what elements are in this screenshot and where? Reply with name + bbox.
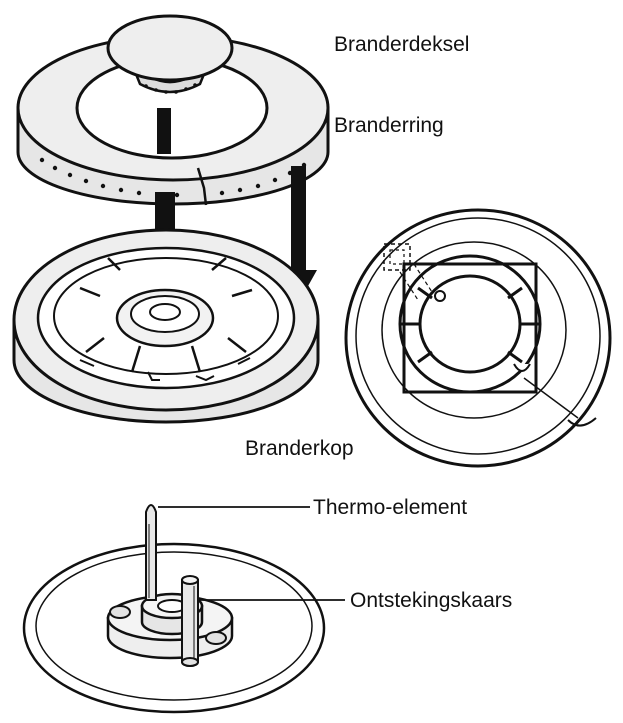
burner-ring-label: Branderring (334, 114, 444, 137)
thermocouple-ignition-illustration (22, 504, 326, 714)
burner-head-label: Branderkop (245, 437, 354, 460)
burner-cap-illustration (106, 14, 234, 94)
burner-cap-label: Branderdeksel (334, 33, 470, 56)
burner-head-illustration (12, 228, 320, 424)
leader-lines (158, 506, 345, 601)
cap-arrow-shaft (157, 108, 171, 154)
ignition-plug-label: Ontstekingskaars (350, 589, 513, 612)
top-view-illustration (344, 208, 612, 468)
thermocouple-label: Thermo-element (313, 496, 468, 519)
ring-side-arrow (279, 166, 317, 304)
